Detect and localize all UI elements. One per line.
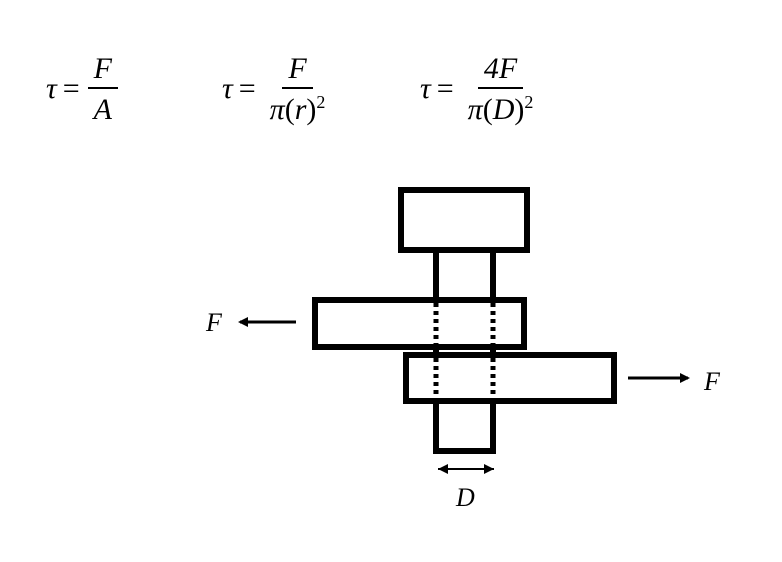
pi-symbol: π: [467, 93, 483, 126]
tau-symbol: τ: [222, 72, 233, 105]
force-right-label: F: [703, 367, 721, 396]
tau-symbol: τ: [420, 72, 431, 105]
pi-symbol: π: [269, 93, 285, 126]
numerator: F: [87, 52, 118, 89]
fraction: F π(r)2: [264, 52, 332, 126]
equation-shear-diameter: τ = 4F π(D)2: [420, 52, 539, 126]
equation-shear-force-over-area: τ = F A: [46, 52, 118, 126]
open-paren: (: [482, 93, 493, 126]
equals-sign: =: [238, 72, 256, 105]
fraction: F A: [87, 52, 118, 126]
numerator: 4F: [477, 52, 524, 89]
numerator: F: [282, 52, 313, 89]
denominator: π(r)2: [264, 89, 332, 126]
denominator: A: [93, 93, 112, 126]
close-paren: ): [514, 93, 525, 126]
diameter-variable: D: [492, 93, 515, 126]
close-paren: ): [306, 93, 317, 126]
dimension-arrowhead-right: [484, 464, 494, 474]
tau-symbol: τ: [46, 72, 57, 105]
equals-sign: =: [436, 72, 454, 105]
equals-sign: =: [62, 72, 80, 105]
upper-plate: [312, 297, 527, 350]
radius-variable: r: [294, 93, 307, 126]
open-paren: (: [284, 93, 295, 126]
denominator: π(D)2: [462, 89, 540, 126]
dimension-arrowhead-left: [438, 464, 448, 474]
exponent: 2: [316, 92, 326, 112]
equation-shear-radius: τ = F π(r)2: [222, 52, 331, 126]
force-left-label: F: [205, 308, 223, 337]
bolt-head: [398, 187, 530, 253]
exponent: 2: [524, 92, 534, 112]
fraction: 4F π(D)2: [462, 52, 540, 126]
diameter-label: D: [455, 483, 475, 512]
lower-plate: [403, 352, 617, 404]
